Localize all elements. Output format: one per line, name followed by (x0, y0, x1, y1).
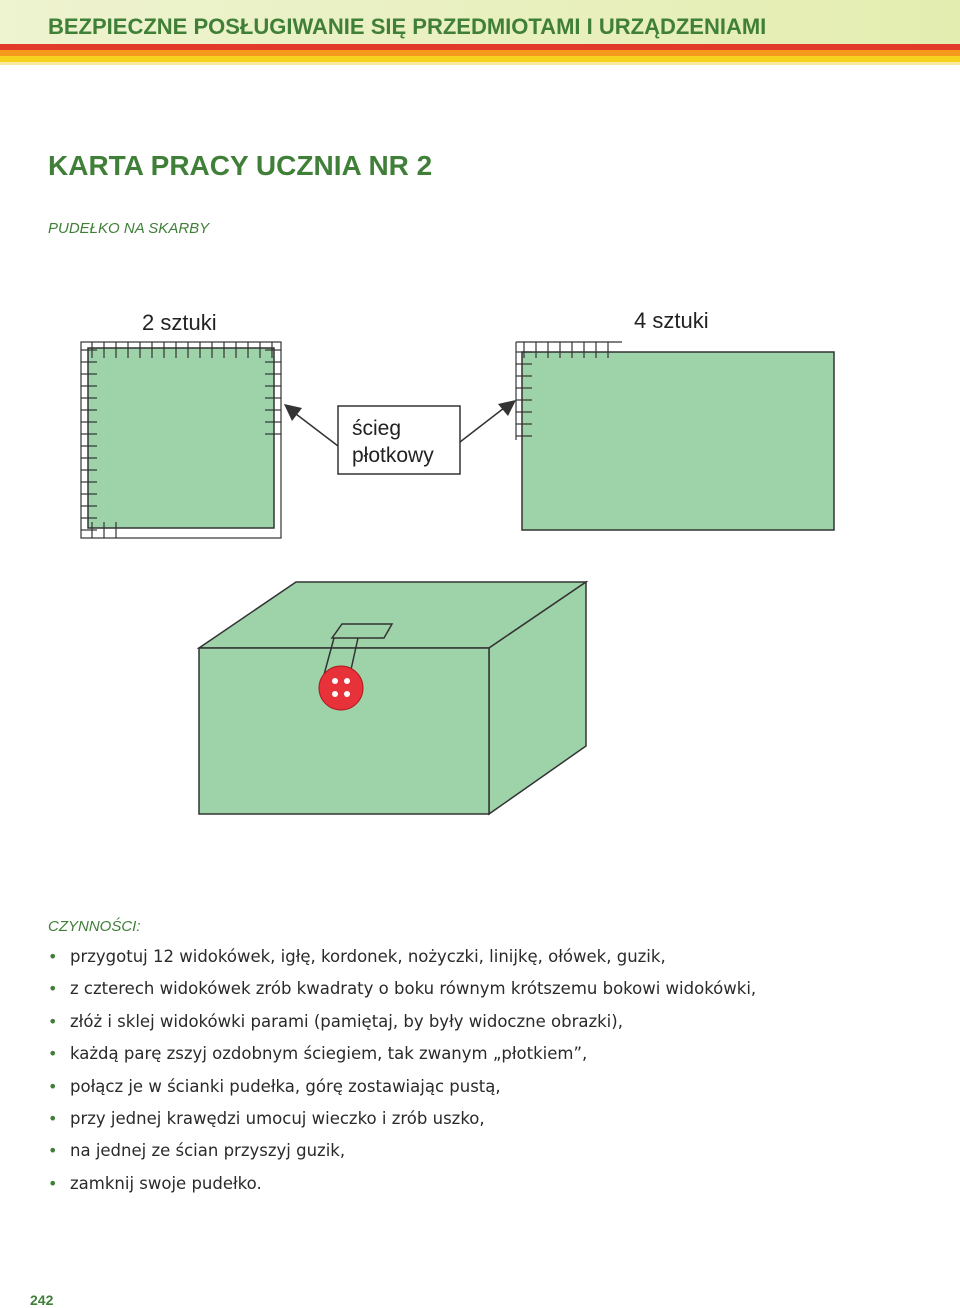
worksheet-title: KARTA PRACY UCZNIA NR 2 (48, 150, 433, 181)
right-count-label: 4 sztuki (634, 308, 709, 333)
right-arrow-head (498, 400, 516, 416)
activity-step: • złóż i sklej widokówki parami (pamiętaj… (48, 1009, 908, 1041)
stitch-label-line2: płotkowy (352, 444, 434, 467)
lid-tab (330, 623, 394, 639)
bullet-icon: • (48, 1076, 58, 1096)
instruction-diagram: 2 sztuki 4 sztuki ścieg płotkowy (80, 308, 835, 816)
activity-step: • przy jednej krawędzi umocuj wieczko i z… (48, 1106, 908, 1138)
activity-step-text: połącz je w ścianki pudełka, górę zostaw… (70, 1076, 501, 1096)
activity-step: • zamknij swoje pudełko. (48, 1171, 908, 1203)
bullet-icon: • (48, 1011, 58, 1031)
left-count-label: 2 sztuki (142, 310, 217, 335)
activity-step-text: przy jednej krawędzi umocuj wieczko i zr… (70, 1108, 485, 1128)
bullet-icon: • (48, 979, 58, 999)
rectangle-panel (515, 341, 835, 531)
activity-step-text: zamknij swoje pudełko. (70, 1173, 262, 1193)
activity-step: • połącz je w ścianki pudełka, górę zosta… (48, 1074, 908, 1106)
activities-list: • przygotuj 12 widokówek, igłę, kordonek,… (48, 944, 908, 1203)
page-number: 242 (30, 1292, 54, 1308)
activity-step-text: z czterech widokówek zrób kwadraty o bok… (70, 979, 757, 999)
stitch-label-line1: ścieg (352, 417, 401, 440)
activity-step: • każdą parę zszyj ozdobnym ściegiem, tak… (48, 1041, 908, 1073)
bullet-icon: • (48, 1173, 58, 1193)
left-arrow-head (284, 404, 302, 421)
activity-step: • na jednej ze ścian przyszyj guzik, (48, 1138, 908, 1170)
activity-step-text: złóż i sklej widokówki parami (pamiętaj,… (70, 1011, 623, 1031)
bullet-icon: • (48, 1044, 58, 1064)
activity-step-text: na jednej ze ścian przyszyj guzik, (70, 1141, 346, 1161)
activity-step: • przygotuj 12 widokówek, igłę, kordonek,… (48, 944, 908, 976)
bullet-icon: • (48, 947, 58, 966)
header-title: BEZPIECZNE POSŁUGIWANIE SIĘ PRZEDMIOTAMI… (48, 14, 767, 39)
bullet-icon: • (48, 1108, 58, 1128)
activity-step: • z czterech widokówek zrób kwadraty o bo… (48, 976, 908, 1008)
activities-heading: CZYNNOŚCI: (48, 918, 141, 935)
bullet-icon: • (48, 1141, 58, 1161)
button (318, 665, 364, 711)
activity-step-text: każdą parę zszyj ozdobnym ściegiem, tak … (70, 1044, 588, 1064)
activity-step-text: przygotuj 12 widokówek, igłę, kordonek, … (70, 947, 666, 966)
stitch-callout: ścieg płotkowy (284, 400, 516, 475)
header-color-band (0, 0, 960, 65)
worksheet-subtitle: PUDEŁKO NA SKARBY (48, 220, 210, 237)
square-panel (80, 341, 282, 539)
treasure-box (196, 580, 589, 816)
